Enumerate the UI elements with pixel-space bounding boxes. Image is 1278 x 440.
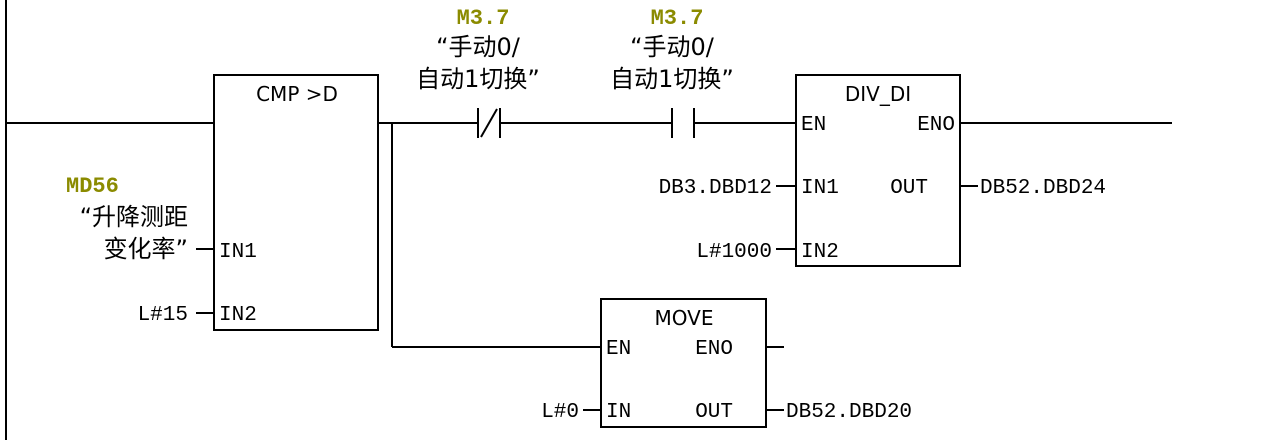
div-pin-en: EN (801, 114, 826, 137)
div-pin-in1: IN1 (801, 177, 839, 200)
md56-symbol-line1: “升降测距 (80, 203, 188, 231)
m37-no-symbol-line2: 自动1切换” (610, 65, 734, 93)
no-contact-m37[interactable] (671, 108, 695, 138)
move-pin-eno: ENO (695, 338, 733, 361)
div-in2-operand[interactable]: L#1000 (696, 241, 772, 264)
move-out-operand[interactable]: DB52.DBD20 (786, 401, 912, 424)
md56-address[interactable]: MD56 (66, 174, 119, 199)
div-pin-in2: IN2 (801, 241, 839, 264)
move-pin-in: IN (606, 401, 631, 424)
cmp-in2-operand[interactable]: L#15 (138, 304, 188, 327)
move-pin-en: EN (606, 338, 631, 361)
div-in1-operand[interactable]: DB3.DBD12 (659, 177, 772, 200)
div-out-operand[interactable]: DB52.DBD24 (980, 177, 1106, 200)
m37-nc-symbol-line2: 自动1切换” (416, 65, 540, 93)
cmp-block[interactable]: CMP >D IN1 IN2 (196, 74, 379, 331)
div-pin-eno: ENO (917, 114, 955, 137)
md56-symbol-line2: 变化率” (104, 235, 188, 263)
div-di-block[interactable]: DIV_DI EN ENO IN1 OUT IN2 (776, 74, 978, 267)
m37-no-symbol-line1: “手动0/ (630, 33, 715, 61)
m37-nc-symbol-line1: “手动0/ (436, 33, 521, 61)
div-pin-out: OUT (890, 177, 928, 200)
m37-no-address[interactable]: M3.7 (651, 6, 704, 31)
move-in-operand[interactable]: L#0 (541, 401, 579, 424)
cmp-title: CMP >D (256, 82, 338, 106)
div-title: DIV_DI (845, 82, 911, 106)
cmp-pin-in1: IN1 (219, 241, 257, 264)
nc-contact-m37[interactable] (477, 108, 501, 138)
move-title: MOVE (655, 306, 714, 330)
cmp-pin-in2: IN2 (219, 304, 257, 327)
move-pin-out: OUT (695, 401, 733, 424)
m37-nc-address[interactable]: M3.7 (457, 6, 510, 31)
move-block[interactable]: MOVE EN ENO IN OUT (583, 298, 784, 428)
